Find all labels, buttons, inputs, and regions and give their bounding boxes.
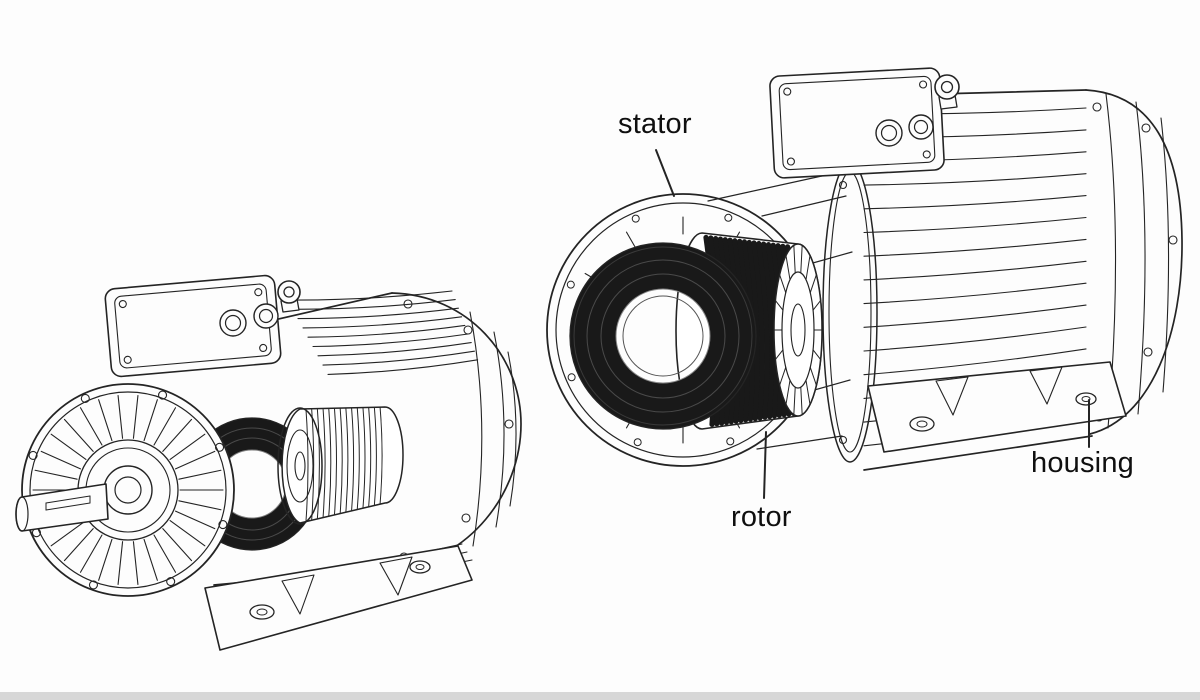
- stator-label: stator: [618, 108, 692, 140]
- assembled-motor-cutaway-figure: [15, 274, 522, 651]
- housing-label: housing: [1031, 447, 1134, 479]
- label-leader-lines: [655, 149, 1090, 499]
- rotor-label: rotor: [731, 501, 792, 533]
- bottom-edge-strip: [0, 692, 1200, 700]
- opened-motor-stator-rotor-figure: [546, 67, 1183, 471]
